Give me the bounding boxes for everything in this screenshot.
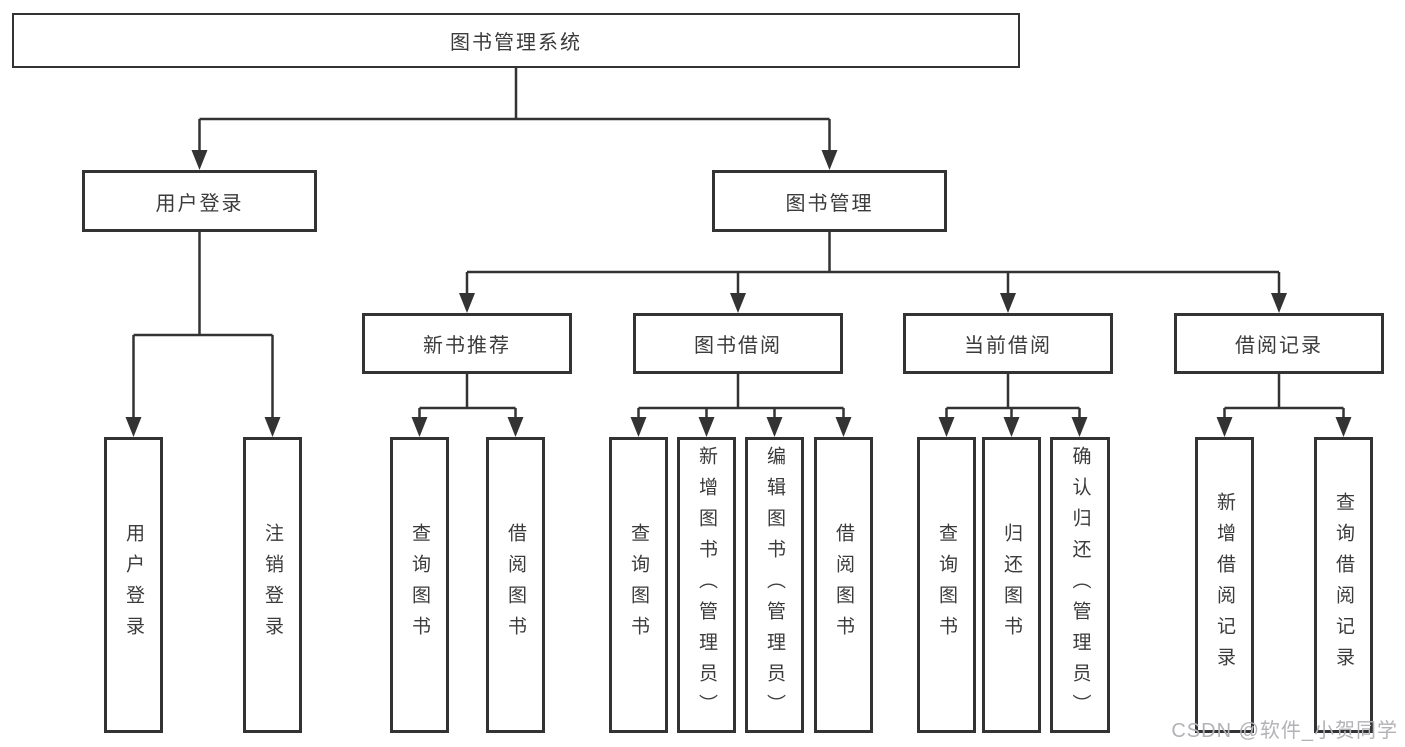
leaf-records-add-record: 新增借阅记录 [1195,437,1254,733]
leaf-borrow-add-book-label: 新增图书（管理员） [696,445,717,725]
watermark: CSDN @软件_小贺同学 [1171,720,1398,742]
leaf-newbook-query-book-label: 查询图书 [409,523,430,647]
node-current-borrow: 当前借阅 [903,313,1113,374]
arrowhead-icon [766,417,783,437]
node-book-borrow-label: 图书借阅 [694,335,782,357]
node-book-management-label: 图书管理 [785,192,874,215]
leaf-newbook-query-book: 查询图书 [390,437,449,733]
leaf-current-query-book-label: 查询图书 [936,523,957,647]
arrowhead-icon [1271,293,1287,313]
leaf-borrow-borrow-book-label: 借阅图书 [833,523,854,647]
arrowhead-icon [835,417,852,437]
node-new-book-recommend: 新书推荐 [362,313,572,374]
node-book-management: 图书管理 [712,170,947,232]
arrowhead-icon [630,417,647,437]
arrowhead-icon [821,150,838,170]
arrowhead-icon [1071,417,1088,437]
node-user-login: 用户登录 [82,170,317,232]
leaf-current-confirm-return: 确认归还（管理员） [1050,437,1110,733]
arrowhead-icon [1003,417,1020,437]
leaf-current-query-book: 查询图书 [917,437,976,733]
leaf-current-return-book: 归还图书 [982,437,1041,733]
leaf-logout: 注销登录 [243,437,302,733]
connector-path [418,374,517,423]
node-new-book-recommend-label: 新书推荐 [423,335,511,357]
leaf-borrow-edit-book-label: 编辑图书（管理员） [764,445,785,725]
arrowhead-icon [1216,417,1233,437]
leaf-newbook-borrow-book-label: 借阅图书 [505,523,526,647]
arrowhead-icon [507,417,524,437]
node-root-label: 图书管理系统 [450,32,582,54]
leaf-borrow-query-book: 查询图书 [609,437,668,733]
connector-path [1223,374,1345,423]
node-root: 图书管理系统 [12,13,1020,68]
node-borrow-records-label: 借阅记录 [1235,335,1323,357]
arrowhead-icon [459,293,475,313]
arrowhead-icon [938,417,955,437]
leaf-current-return-book-label: 归还图书 [1001,523,1022,647]
connector-path [132,232,274,423]
leaf-borrow-borrow-book: 借阅图书 [814,437,873,733]
connector-path [465,232,1281,299]
arrowhead-icon [191,150,208,170]
arrowhead-icon [1335,417,1352,437]
leaf-user-login-label: 用户登录 [123,523,144,647]
node-book-borrow: 图书借阅 [633,313,843,374]
leaf-records-add-record-label: 新增借阅记录 [1214,492,1235,678]
connector-path [945,374,1081,423]
arrowhead-icon [264,417,281,437]
connector-path [198,67,831,156]
leaf-user-login: 用户登录 [104,437,163,733]
node-user-login-label: 用户登录 [155,192,244,215]
connector-path [637,374,845,423]
node-current-borrow-label: 当前借阅 [964,335,1052,357]
node-borrow-records: 借阅记录 [1174,313,1384,374]
leaf-borrow-query-book-label: 查询图书 [628,523,649,647]
arrowhead-icon [125,417,142,437]
arrowhead-icon [698,417,715,437]
leaf-current-confirm-return-label: 确认归还（管理员） [1069,445,1091,725]
leaf-records-query-record: 查询借阅记录 [1314,437,1373,733]
leaf-logout-label: 注销登录 [262,523,283,647]
leaf-newbook-borrow-book: 借阅图书 [486,437,545,733]
leaf-borrow-add-book: 新增图书（管理员） [677,437,736,733]
arrowhead-icon [1000,293,1016,313]
leaf-borrow-edit-book: 编辑图书（管理员） [745,437,804,733]
arrowhead-icon [730,293,746,313]
arrowhead-icon [411,417,428,437]
leaf-records-query-record-label: 查询借阅记录 [1333,492,1354,678]
